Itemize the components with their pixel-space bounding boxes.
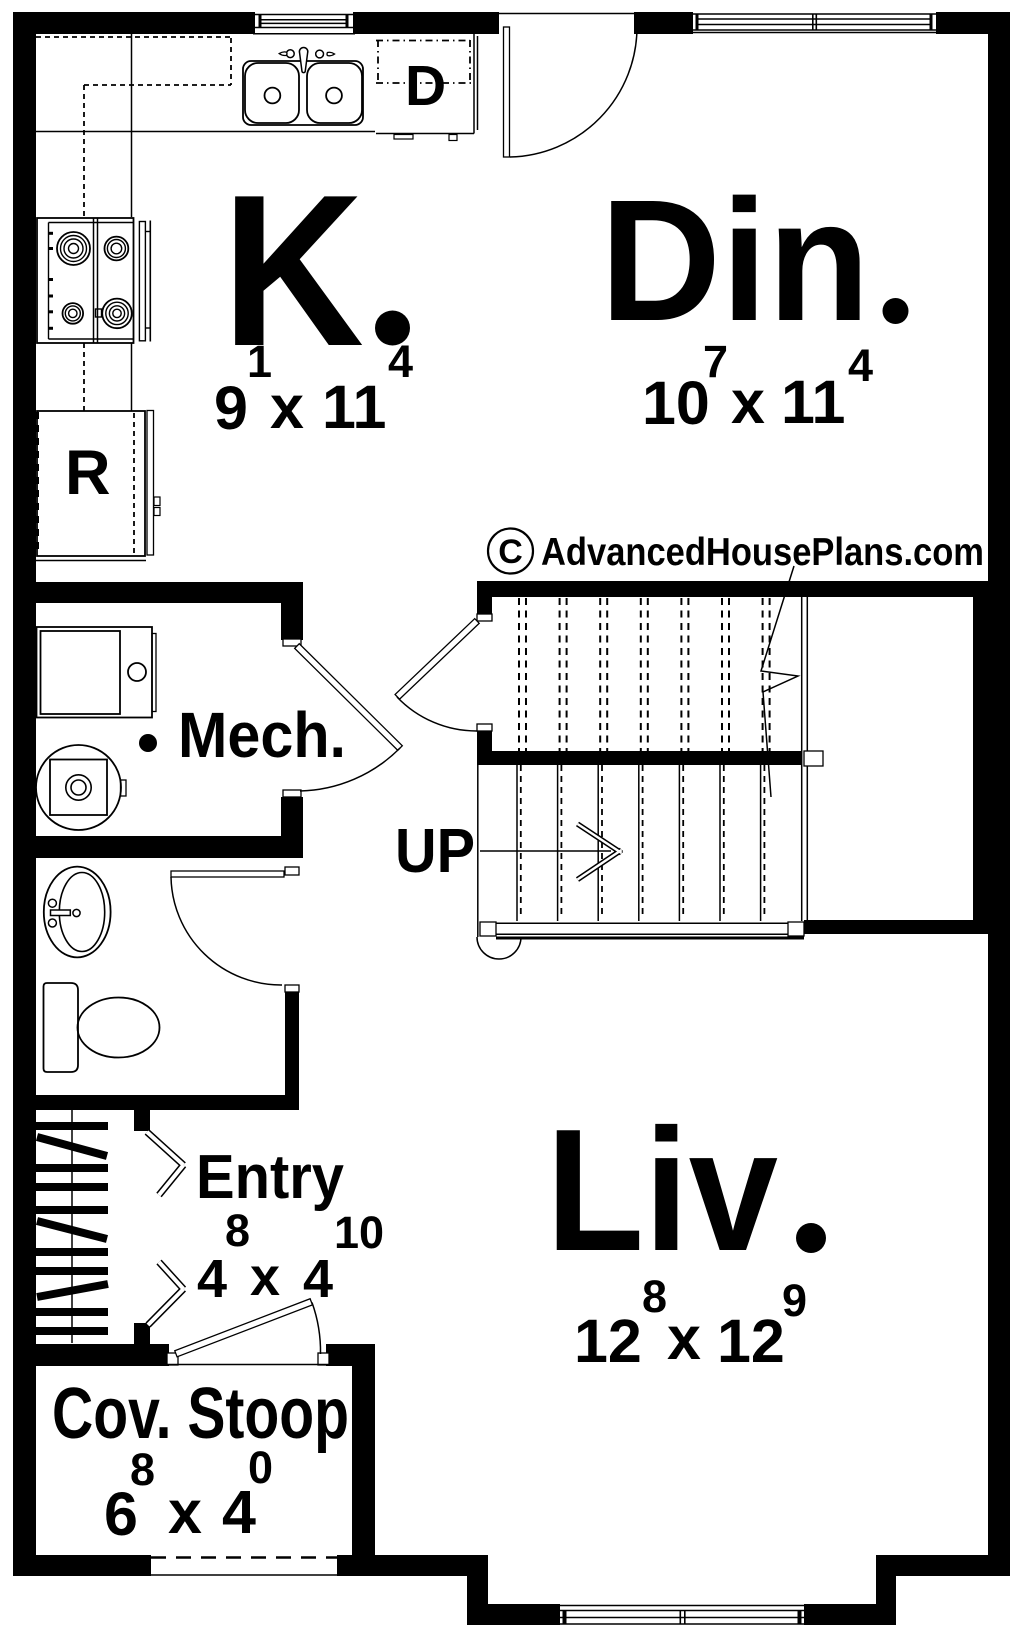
svg-text:4: 4 (303, 1249, 333, 1309)
svg-text:10: 10 (334, 1207, 384, 1258)
svg-text:1: 1 (247, 336, 272, 387)
svg-text:UP: UP (395, 816, 475, 886)
svg-text:K: K (222, 149, 364, 391)
svg-text:x: x (270, 373, 304, 441)
svg-text:AdvancedHousePlans.com: AdvancedHousePlans.com (541, 531, 984, 574)
svg-text:C: C (498, 533, 523, 571)
svg-text:Cov. Stoop: Cov. Stoop (52, 1373, 349, 1454)
svg-text:8: 8 (130, 1444, 155, 1495)
svg-text:x: x (667, 1304, 701, 1372)
svg-text:11: 11 (781, 368, 846, 436)
svg-text:8: 8 (642, 1271, 667, 1322)
svg-text:7: 7 (703, 336, 728, 387)
svg-text:Din: Din (600, 163, 870, 357)
svg-text:Mech.: Mech. (178, 699, 346, 771)
svg-text:8: 8 (225, 1205, 250, 1256)
svg-text:D: D (405, 54, 446, 118)
svg-text:Liv: Liv (546, 1092, 778, 1287)
svg-text:9: 9 (214, 374, 248, 442)
svg-text:11: 11 (322, 373, 387, 441)
svg-text:0: 0 (248, 1442, 273, 1493)
svg-text:4: 4 (388, 336, 413, 387)
svg-text:9: 9 (782, 1275, 807, 1326)
svg-text:4: 4 (222, 1478, 256, 1546)
svg-text:R: R (65, 438, 111, 508)
svg-text:x: x (250, 1247, 280, 1307)
svg-text:6: 6 (104, 1480, 138, 1548)
svg-text:x: x (168, 1478, 202, 1546)
svg-text:12: 12 (717, 1307, 785, 1375)
svg-text:10: 10 (642, 369, 710, 437)
svg-text:12: 12 (574, 1307, 642, 1375)
svg-text:x: x (731, 368, 765, 436)
svg-text:4: 4 (197, 1249, 227, 1309)
svg-text:Entry: Entry (196, 1142, 344, 1212)
svg-text:4: 4 (848, 340, 873, 391)
